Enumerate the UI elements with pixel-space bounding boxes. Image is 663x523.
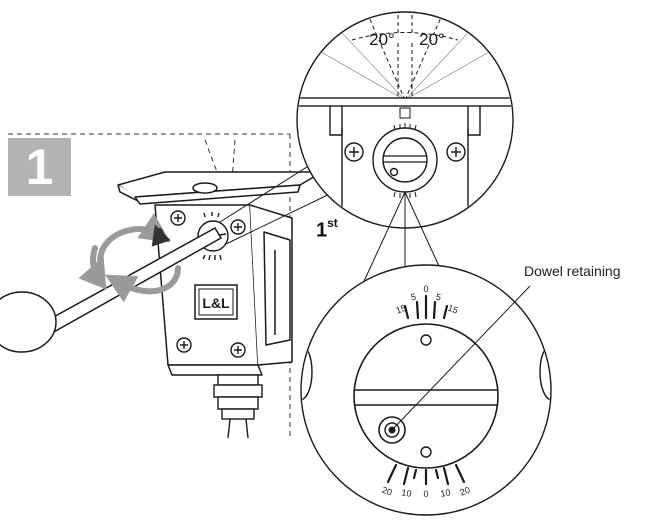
bottom-scale-labels: 20 10 0 10 20 xyxy=(381,485,472,499)
scale-label: 20 xyxy=(381,485,394,498)
scale-label: 20 xyxy=(459,485,472,498)
angle-label-right: 20° xyxy=(419,30,445,49)
first-label-number: 1 xyxy=(316,219,328,242)
scale-label: 15 xyxy=(395,303,408,316)
angle-label-left: 20° xyxy=(369,30,395,49)
dowel-leader-line xyxy=(391,285,531,431)
top-detail-circle xyxy=(296,11,514,229)
dowel-retaining-label: Dowel retaining xyxy=(524,263,621,279)
cable-gland xyxy=(213,374,263,439)
step-number-badge: 1 xyxy=(8,138,71,196)
scale-label: 0 xyxy=(423,284,428,294)
fixture-housing xyxy=(117,171,323,376)
first-step-label: 1st xyxy=(316,216,338,243)
logo-box xyxy=(194,284,238,320)
scale-label: 10 xyxy=(440,487,452,499)
scale-label: 5 xyxy=(410,292,417,303)
dashed-recess-outline xyxy=(8,133,291,438)
bottom-detail-circle xyxy=(300,264,552,516)
bottom-scale-ticks xyxy=(386,463,466,486)
scale-label: 15 xyxy=(447,303,460,316)
top-scale-ticks xyxy=(403,294,449,320)
scale-label: 10 xyxy=(401,487,413,499)
scale-label: 0 xyxy=(423,489,428,499)
rotation-arrows-icon xyxy=(78,213,181,303)
scale-label: 5 xyxy=(435,292,442,303)
first-label-suffix: st xyxy=(327,216,338,230)
housing-screws xyxy=(170,210,246,358)
detail-leader-lines xyxy=(219,159,339,245)
top-scale-labels: 15 5 0 5 15 xyxy=(395,284,460,316)
logo-text: L&L xyxy=(202,295,230,311)
